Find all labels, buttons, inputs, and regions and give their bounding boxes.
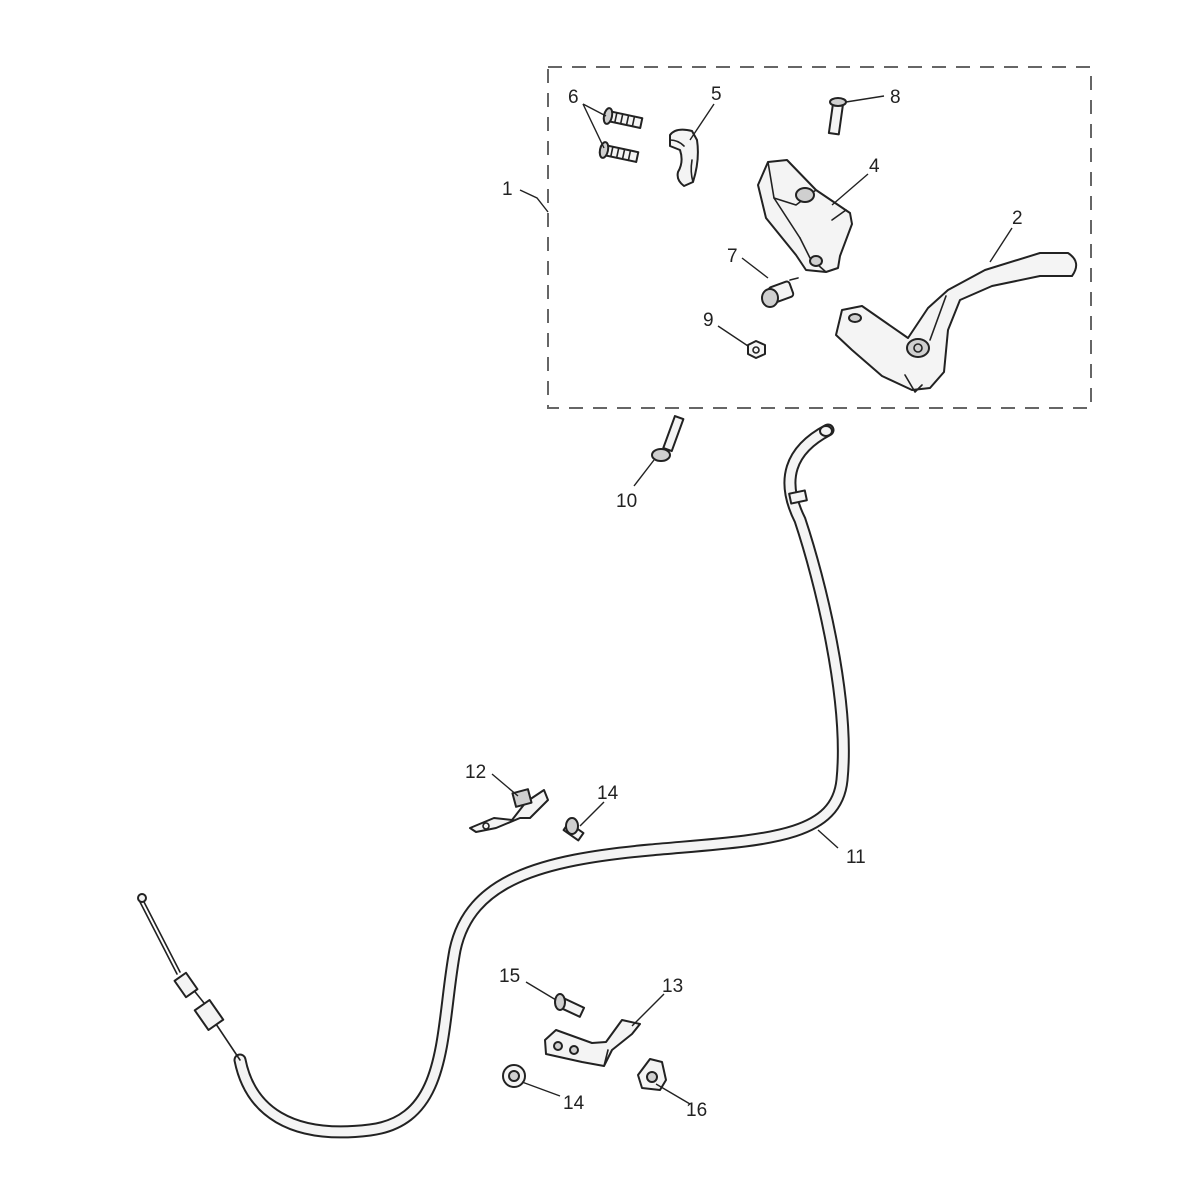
part-8-pivot-bolt: [827, 97, 847, 136]
callout-10: 10: [616, 491, 637, 512]
callout-11: 11: [846, 847, 866, 868]
callout-15: 15: [499, 966, 520, 987]
part-15-bolt: [554, 993, 586, 1018]
callout-14-upper: 14: [597, 783, 619, 804]
part-2-clutch-lever: [835, 252, 1078, 393]
part-13-cable-bracket: [544, 1019, 641, 1067]
part-14-bolt-lower: [502, 1064, 526, 1088]
part-7-adjuster: [761, 277, 799, 308]
callout-8: 8: [890, 87, 901, 108]
callout-13: 13: [662, 976, 683, 997]
callout-2: 2: [1012, 208, 1023, 229]
leader-lines: [491, 95, 1013, 1105]
part-14-bolt-upper: [562, 817, 585, 842]
callout-7: 7: [727, 246, 738, 267]
callout-5: 5: [711, 84, 722, 105]
part-9-nut: [747, 340, 766, 359]
part-10-bolt: [651, 415, 685, 462]
lever-assembly-boundary: [547, 66, 1092, 409]
part-11-clutch-cable: [137, 423, 850, 1139]
callout-16: 16: [686, 1100, 707, 1121]
callout-9: 9: [703, 310, 714, 331]
part-12-bracket: [469, 788, 549, 833]
callout-14-lower: 14: [563, 1093, 585, 1114]
callout-1: 1: [502, 179, 513, 200]
callout-6: 6: [568, 87, 579, 108]
part-5-clamp: [669, 128, 699, 187]
part-16-clip-nut: [637, 1058, 667, 1091]
callout-12: 12: [465, 762, 486, 783]
callout-4: 4: [869, 156, 880, 177]
part-4-lever-bracket: [757, 159, 853, 273]
